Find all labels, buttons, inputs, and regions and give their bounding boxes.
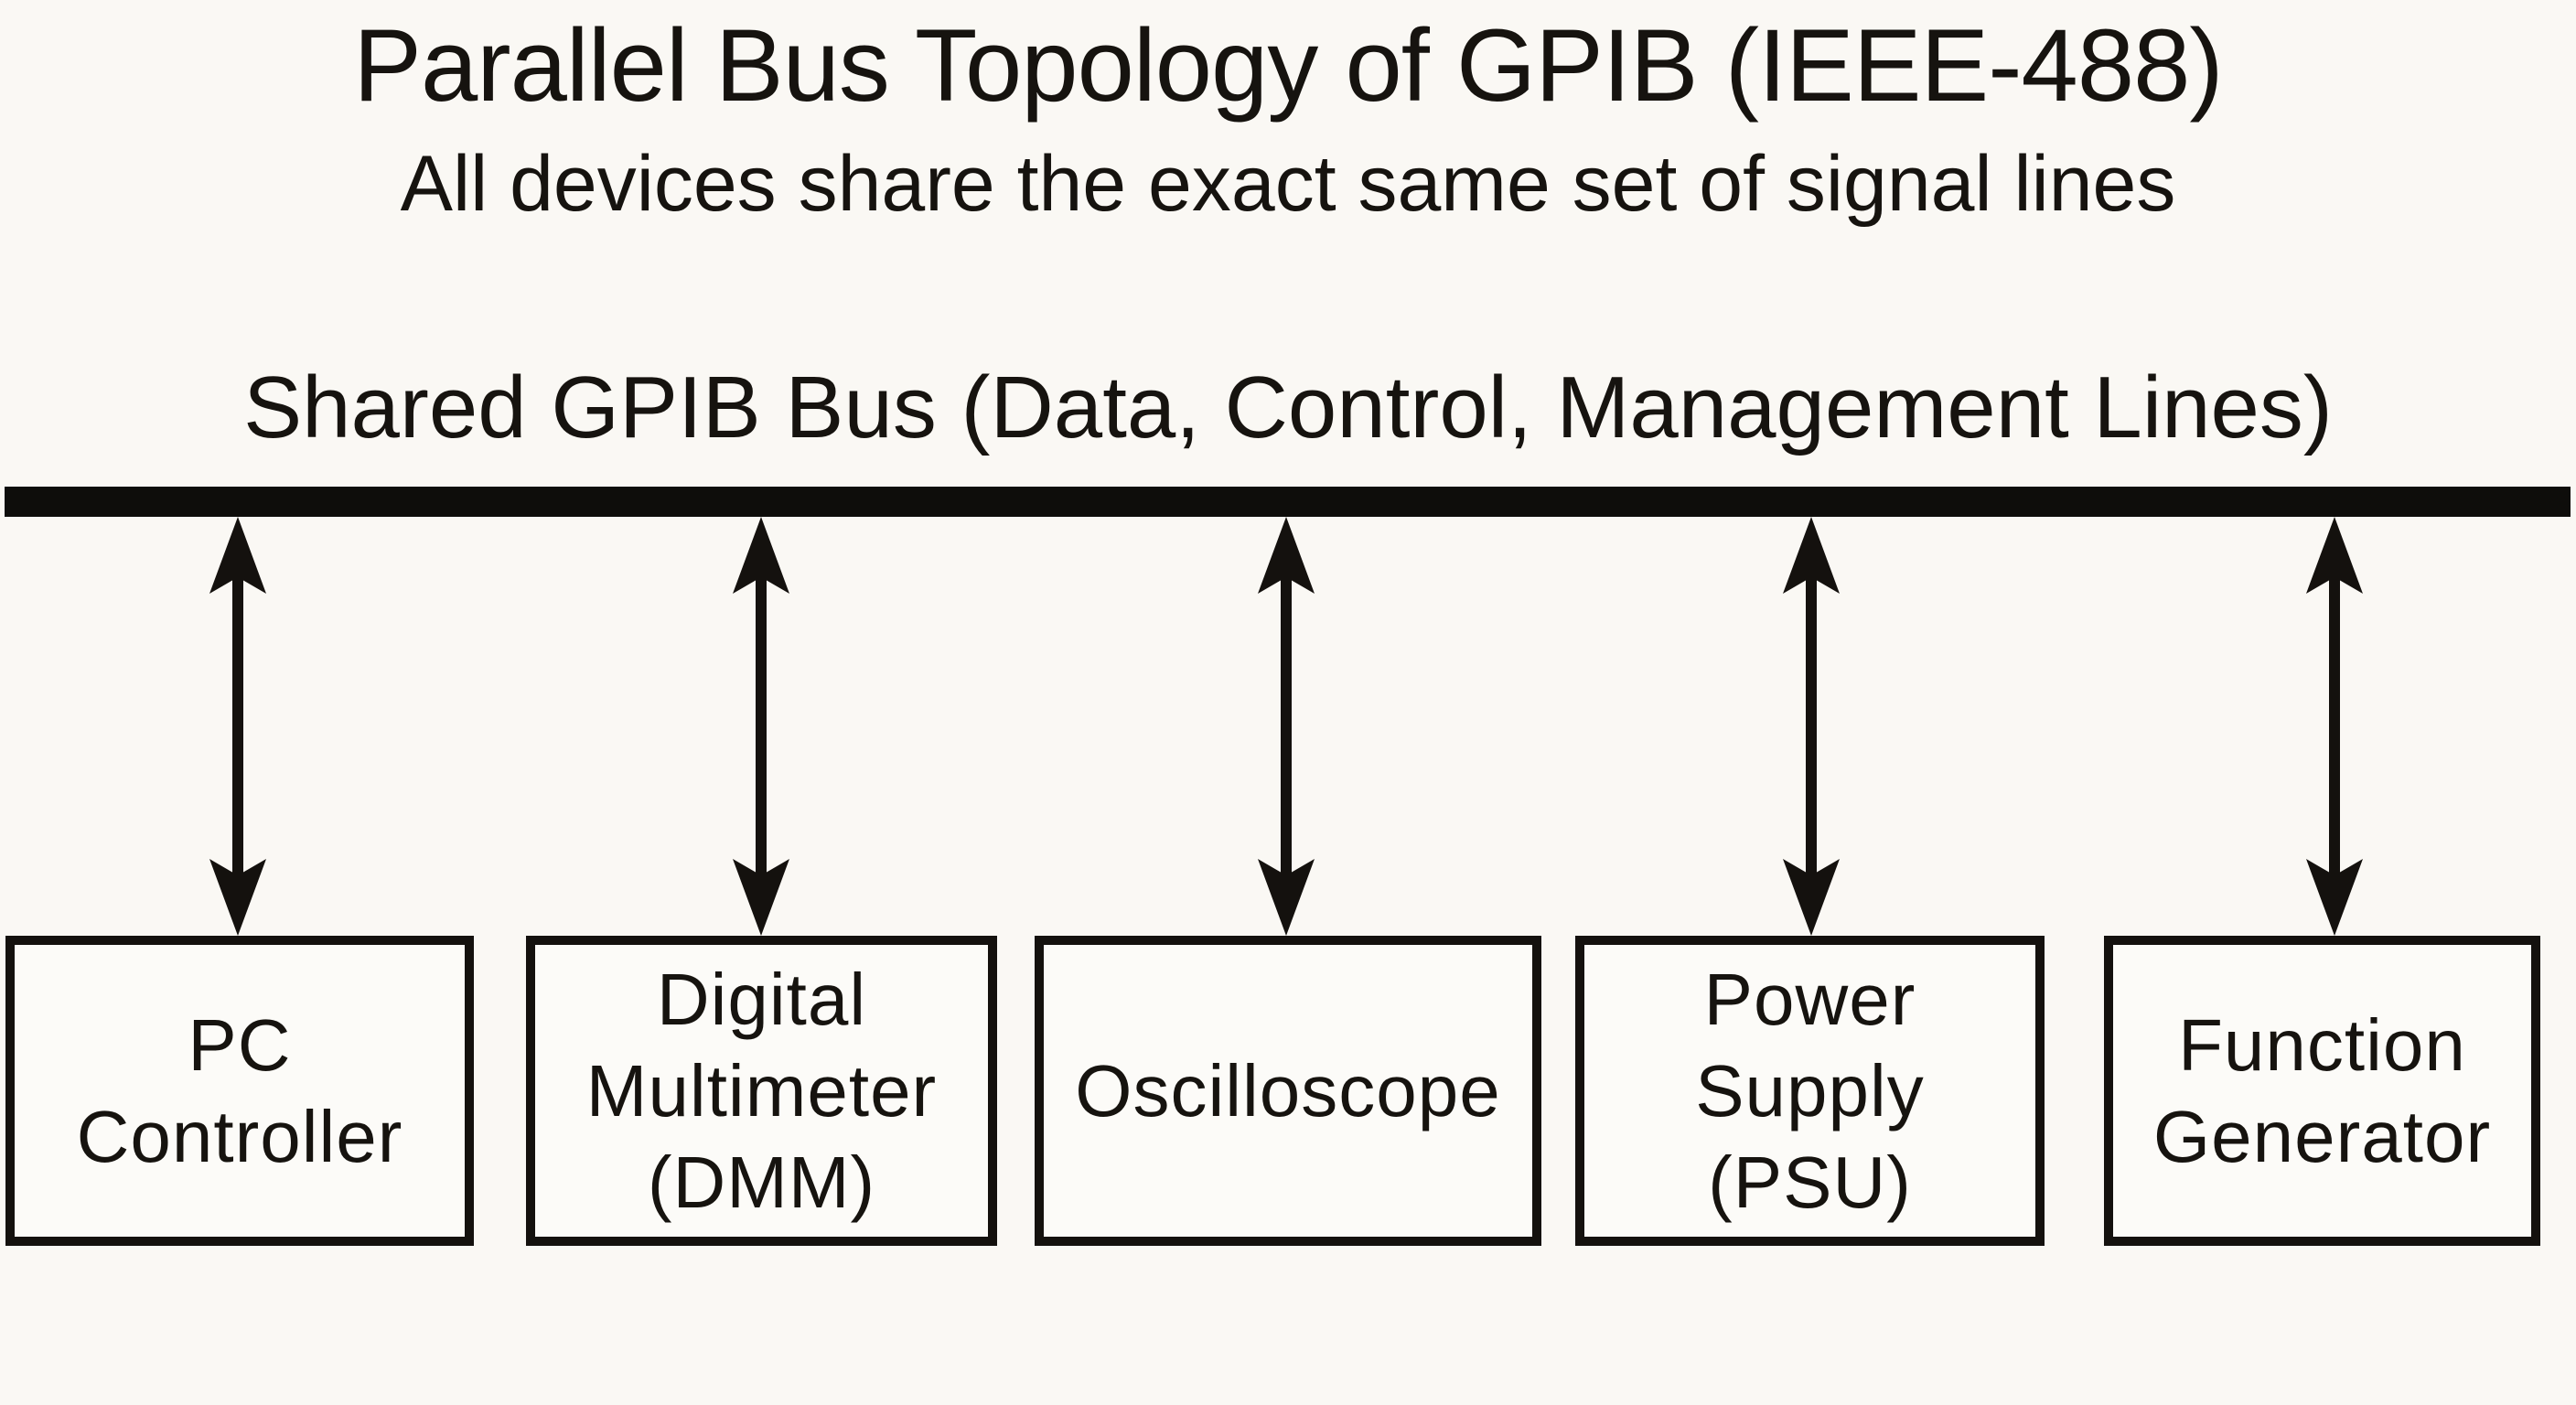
device-label: PC Controller (76, 1003, 403, 1177)
device-label: Oscilloscope (1075, 1049, 1501, 1132)
bidirectional-arrow-icon (2302, 517, 2367, 936)
bidirectional-arrow-icon (729, 517, 793, 936)
device-label: Function Generator (2152, 1003, 2492, 1177)
device-box-function-generator: Function Generator (2104, 936, 2540, 1246)
device-box-power-supply: Power Supply (PSU) (1575, 936, 2045, 1246)
device-label: Digital Multimeter (DMM) (585, 958, 938, 1223)
gpib-bus-line (5, 487, 2571, 517)
device-box-pc-controller: PC Controller (5, 936, 474, 1246)
device-box-digital-multimeter: Digital Multimeter (DMM) (526, 936, 997, 1246)
diagram-subtitle: All devices share the exact same set of … (400, 140, 2176, 228)
diagram-title: Parallel Bus Topology of GPIB (IEEE-488) (353, 8, 2223, 123)
device-label: Power Supply (PSU) (1695, 958, 1925, 1223)
device-box-oscilloscope: Oscilloscope (1035, 936, 1541, 1246)
bidirectional-arrow-icon (1779, 517, 1843, 936)
bidirectional-arrow-icon (206, 517, 270, 936)
bidirectional-arrow-icon (1254, 517, 1318, 936)
bus-label: Shared GPIB Bus (Data, Control, Manageme… (243, 359, 2333, 456)
